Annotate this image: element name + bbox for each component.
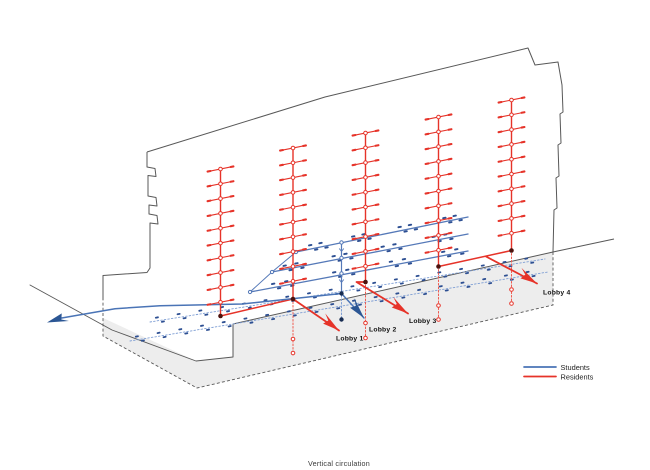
lobby-arrow-2: [350, 298, 364, 318]
entry-arrow: [47, 313, 69, 323]
lobby-label-4: Lobby 4: [543, 290, 570, 297]
lobby-label-2: Lobby 2: [369, 327, 396, 334]
resident-tower: [279, 144, 307, 302]
resident-tower: [424, 113, 453, 269]
resident-tower: [351, 129, 380, 285]
lobby-arrow-3: [391, 297, 408, 314]
legend-label-1: Residents: [561, 372, 594, 381]
underground-corridors: [129, 257, 549, 342]
drawing-layer: [29, 47, 615, 389]
legend-swatches: [523, 366, 557, 378]
caption: Vertical circulation: [308, 459, 370, 468]
lobby-label-1: Lobby 1: [336, 336, 363, 343]
resident-tower: [497, 96, 526, 253]
lobby-label-3: Lobby 3: [409, 318, 436, 325]
lobby-arrows: [47, 267, 537, 331]
resident-tower: [206, 165, 235, 319]
lobby-arrow-4: [520, 267, 537, 284]
resident-underground: [290, 253, 514, 356]
resident-towers: [206, 96, 526, 319]
legend-label-0: Students: [561, 363, 590, 372]
labels-layer: Lobby 1 Lobby 2 Lobby 3 Lobby 4 Students…: [308, 290, 594, 469]
student-lift: [338, 240, 345, 322]
building-outline: [29, 47, 564, 362]
lobby-arrow-1: [323, 313, 339, 331]
